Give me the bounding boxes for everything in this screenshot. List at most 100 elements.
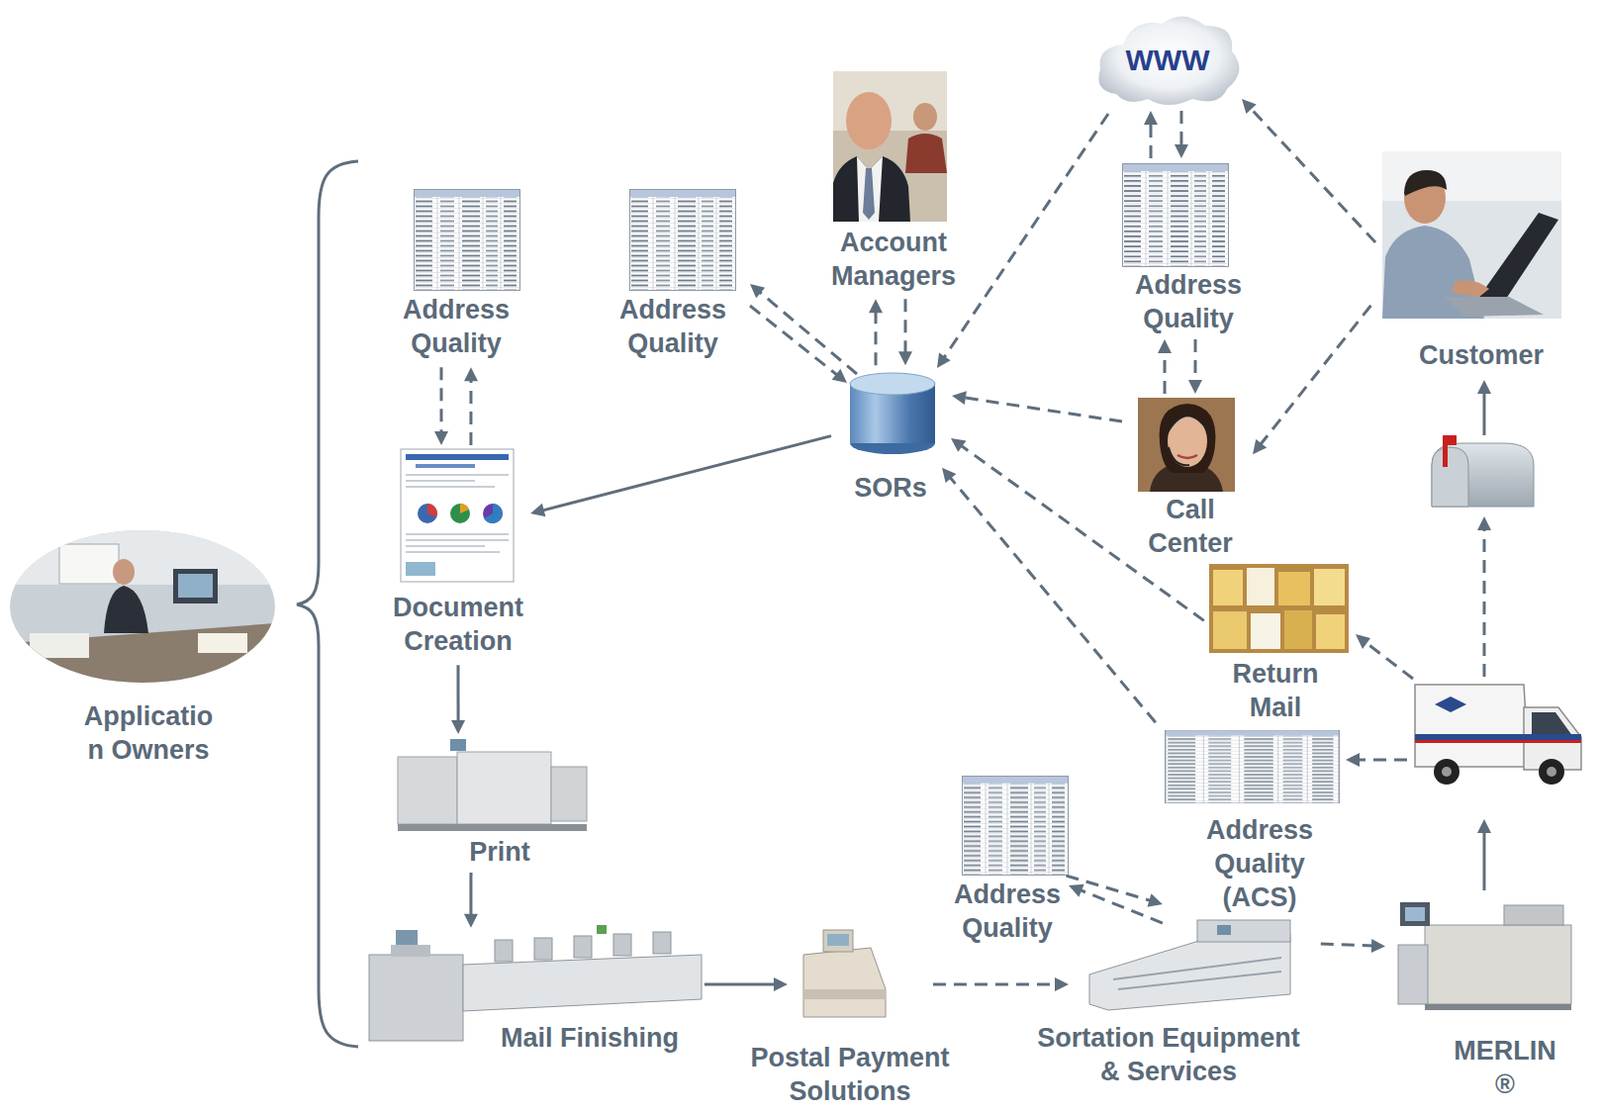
mail-truck [1414,734,1582,741]
web-cloud [1098,15,1239,105]
arrowhead [464,914,478,929]
picture-node: Address Quality (ACS) [1162,728,1341,917]
sortation-machine [1197,920,1291,942]
manager-photo [913,102,938,131]
arrowhead [773,977,788,992]
mail-truck [1441,766,1452,777]
document-page [483,503,503,524]
return-mail-bins [1316,614,1345,650]
node-caption: Address Quality [933,877,1082,945]
mail-truck [1546,766,1557,777]
delivery-arrows [1483,393,1487,436]
arrowhead [530,503,546,518]
mailbox [1431,447,1469,507]
delivery-arrowheads [1477,516,1492,531]
office-photo [59,544,119,584]
arrowhead [1157,339,1172,354]
office-photo [9,530,276,684]
connector [933,977,1069,992]
document-page [417,503,438,524]
delivery-arrows [1483,833,1487,891]
arrowhead [464,367,478,381]
node-caption: Mail Finishing [480,1021,699,1055]
sortation-machine [1217,925,1231,936]
connector-line [1259,305,1371,446]
merlin-machine [1398,902,1572,1011]
picture-node: MERLIN ® [1385,895,1584,1104]
connector-line [469,378,472,446]
mail-truck [1414,684,1582,785]
mail-truck [1414,684,1529,767]
database-cylinder [849,373,936,395]
connector [951,390,1123,422]
connector-line [1320,943,1374,946]
manager-photo [833,156,911,222]
picture-node: Address Quality [598,186,748,363]
printer [397,824,587,832]
picture-node: SORs [843,368,942,507]
arrowhead [1252,439,1267,455]
document-page [400,449,514,582]
connector-line [1193,339,1197,382]
picture-node: Applicatio n Owners [9,528,278,771]
picture-node: WWW [1096,9,1240,109]
connector-line [963,397,1123,422]
printer [551,766,587,822]
mail-truck [1531,712,1574,738]
connector [1241,98,1376,243]
document-page [482,503,503,524]
mail-finishing-machine [369,954,464,1041]
picture-node: Call Center [1116,393,1265,563]
call-center-photo [1159,403,1217,473]
node-caption: Customer [1397,338,1566,373]
arrowhead [1188,379,1203,394]
postage-meter [823,930,853,952]
arrowhead [950,438,966,453]
printer [450,739,467,752]
node-caption: MERLIN ® [1445,1034,1565,1102]
connector-line [1249,107,1376,243]
picture-node: Return Mail [1199,564,1358,727]
call-center-photo [1137,397,1235,492]
arrowhead [451,720,466,735]
mail-finishing-machine [463,954,702,1012]
connector-line [1079,889,1163,924]
spreadsheet-icon [630,189,737,291]
document-page [400,449,514,582]
connector-line [874,310,878,366]
connector [530,436,832,518]
picture-node: Document Creation [374,445,543,663]
picture-node: Print [390,734,594,869]
postage-meter [803,947,886,1018]
sortation-machine [1089,935,1291,1011]
call-center-photo [1137,397,1235,492]
node-caption: Address Quality [598,292,748,361]
connector [1157,339,1172,394]
connector [868,298,883,366]
node-caption: Address Quality [381,292,531,361]
office-photo [112,559,135,585]
connector-line [933,982,1057,986]
arrowhead [750,283,765,298]
delivery-arrowheads [1477,379,1492,394]
return-mail-bins [1213,611,1247,650]
customer-photo [1444,296,1544,317]
connector-line [1163,351,1167,394]
manager-photo [833,71,947,222]
delivery-arrows [1483,530,1487,677]
delivery-arrows [1366,643,1413,679]
spreadsheet-icon [414,189,521,291]
return-mail-bins [1278,571,1311,606]
manager-photo [833,71,947,222]
return-mail-bins [1250,613,1281,650]
merlin-machine [1424,1004,1572,1011]
web-cloud [1098,15,1239,105]
merlin-machine [1504,905,1564,926]
merlin-machine [1405,907,1425,922]
node-caption: Address Quality [1114,268,1263,336]
arrowhead [1241,98,1257,114]
office-photo [29,633,90,659]
connector-line [943,113,1109,359]
delivery-arrows [1359,393,1485,891]
